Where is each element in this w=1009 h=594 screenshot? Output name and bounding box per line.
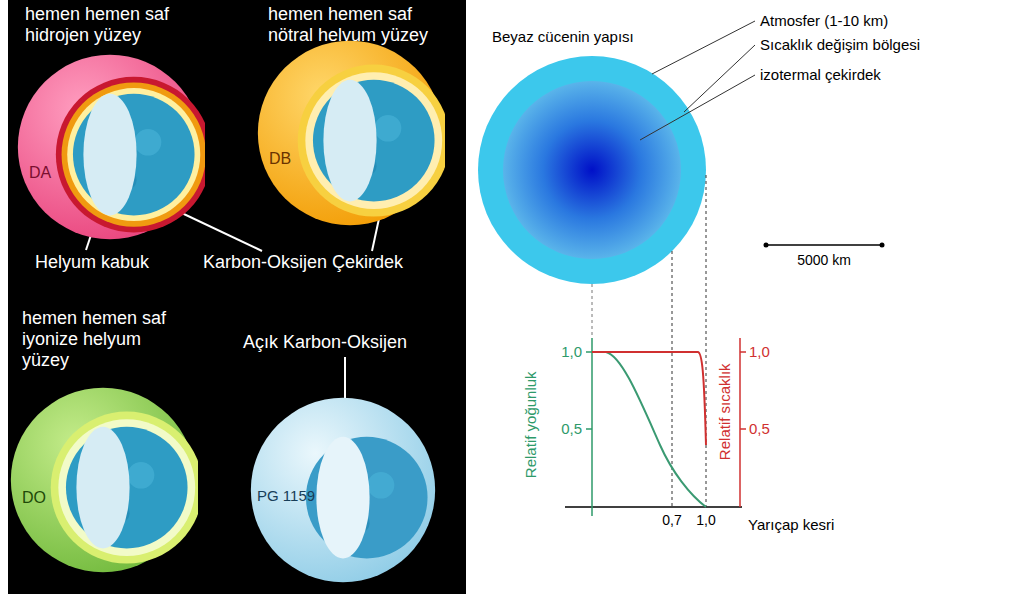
core-texture: [128, 462, 155, 489]
tick-label: 1,0: [561, 343, 582, 361]
white-dwarf-sphere: PG 1159: [248, 395, 438, 585]
structure-label: Sıcaklık değişim bölgesi: [760, 36, 920, 54]
diagram-title: Beyaz cücenin yapısı: [492, 28, 634, 46]
sphere-label: DB: [269, 150, 291, 168]
surface-label: hemen hemen saf nötral helyum yüzey: [268, 4, 453, 46]
structure-label: izotermal çekirdek: [760, 66, 881, 84]
sphere-core: [306, 437, 428, 559]
tick-label: 0,7: [662, 512, 681, 528]
tick-label: 0,5: [561, 420, 582, 438]
core-texture: [135, 129, 162, 156]
cut-face: [83, 94, 136, 216]
axis-tick: [586, 428, 592, 430]
sphere-shell: [62, 82, 205, 226]
black-panel: [8, 0, 466, 594]
scale-bar: [766, 244, 882, 246]
scale-bar-end: [764, 243, 769, 248]
leader-line: [652, 21, 755, 74]
axis-title: Relatif sıcaklık: [715, 363, 733, 460]
sphere-shell: [56, 77, 205, 233]
guide-line: [706, 175, 707, 507]
sphere-shell: [305, 72, 442, 209]
cut-face: [323, 80, 376, 202]
white-dwarf-atmosphere: [478, 56, 706, 284]
density-axis: [591, 338, 593, 516]
sphere-core: [313, 80, 435, 202]
tick-label: 1,0: [749, 343, 770, 361]
density-curve: [592, 352, 706, 507]
layer-label: Açık Karbon-Oksijen: [243, 332, 407, 353]
core-texture: [368, 472, 395, 499]
axis-title: Yarıçap kesri: [748, 516, 834, 534]
temperature-axis: [739, 338, 741, 507]
isothermal-core: [503, 81, 681, 259]
axis-tick: [740, 428, 746, 430]
white-dwarf-sphere: DB: [255, 38, 445, 228]
white-dwarf-sphere: DA: [15, 52, 205, 242]
sphere-core: [73, 94, 195, 216]
layer-label: Helyum kabuk: [35, 252, 149, 273]
tick-label: 1,0: [696, 512, 715, 528]
sphere-label: DA: [29, 164, 51, 182]
core-texture: [375, 115, 402, 142]
surface-label: hemen hemen saf iyonize helyum yüzey: [22, 308, 172, 371]
axis-tick: [586, 351, 592, 353]
scale-label: 5000 km: [797, 252, 851, 268]
white-dwarf-sphere: DO: [8, 385, 198, 575]
tick-label: 0,5: [749, 420, 770, 438]
sphere-shell: [58, 419, 195, 556]
sphere-shell: [67, 88, 200, 221]
leader-line: [640, 75, 755, 140]
temperature-curve: [592, 352, 706, 445]
axis-tick: [740, 351, 746, 353]
sphere-shell: [298, 65, 445, 217]
guide-line: [592, 284, 593, 338]
cut-face: [316, 437, 369, 559]
sphere-illustration: [255, 38, 445, 228]
sphere-core: [66, 427, 188, 549]
leader-line: [684, 45, 755, 112]
sphere-label: DO: [22, 489, 46, 507]
layer-label: Karbon-Oksijen Çekirdek: [203, 252, 403, 273]
sphere-illustration: [8, 385, 198, 575]
structure-label: Atmosfer (1-10 km): [760, 12, 888, 30]
cut-face: [76, 427, 129, 549]
sphere-surface: [251, 398, 435, 582]
sphere-shell: [51, 412, 198, 564]
sphere-illustration: [15, 52, 205, 242]
axis-title: Relatif yoğunluk: [521, 371, 539, 478]
surface-label: hemen hemen saf hidrojen yüzey: [25, 4, 190, 46]
sphere-label: PG 1159: [257, 487, 315, 504]
scale-bar-end: [880, 243, 885, 248]
